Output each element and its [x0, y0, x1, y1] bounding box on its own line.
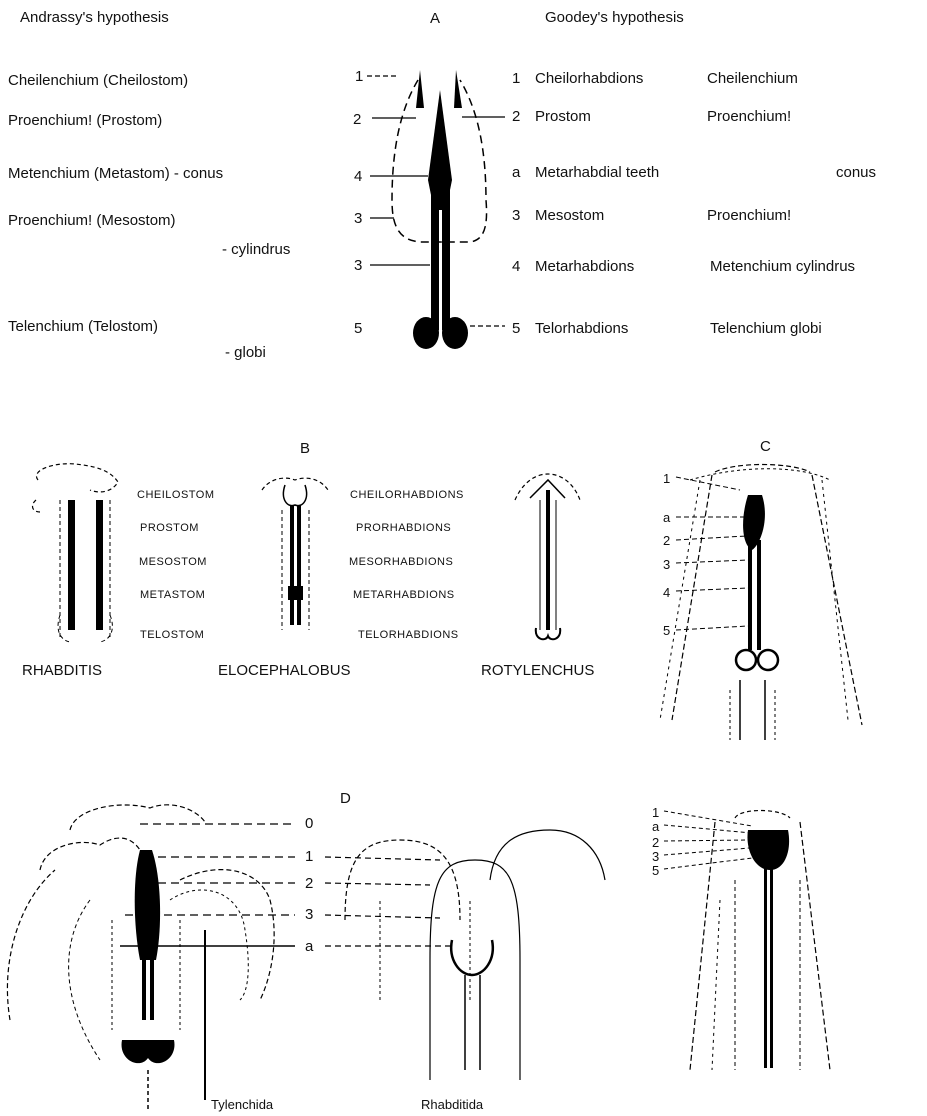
panel-d-tylenchida-figure: [7, 805, 295, 1110]
panel-b-rhabditis-stoma: [33, 464, 118, 642]
panel-d-rhabditida-figure: [325, 830, 605, 1080]
a-cheilo-left: [416, 70, 424, 108]
panel-c-head-figure: [660, 465, 862, 741]
a-shaft-left: [431, 180, 439, 330]
a-globus-right: [442, 317, 468, 349]
panel-b-elocephalobus-stoma: [262, 478, 328, 630]
panel-d-side-figure: [664, 811, 830, 1071]
a-shaft-right: [442, 180, 450, 330]
panel-b-rotylenchus-stoma: [515, 474, 580, 639]
a-cheilo-right: [454, 70, 462, 108]
panel-a-stoma-figure: [367, 70, 505, 349]
a-globus-left: [413, 317, 439, 349]
